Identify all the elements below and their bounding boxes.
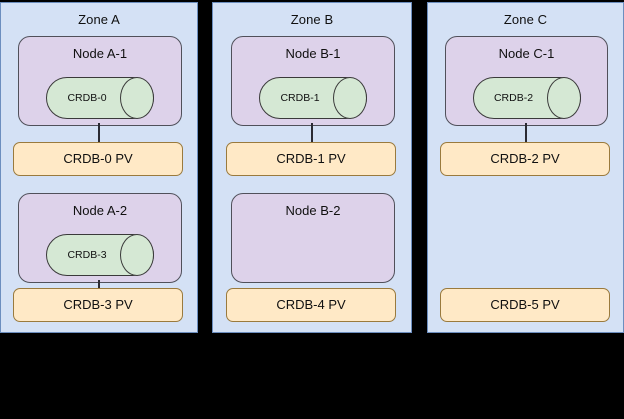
pv-crdb-2[interactable]: CRDB-2 PV xyxy=(440,142,610,176)
zone-c-title: Zone C xyxy=(503,12,548,27)
pod-crdb-1[interactable]: CRDB-1 xyxy=(259,77,367,119)
connector-crdb-1 xyxy=(311,123,313,142)
cylinder-cap xyxy=(333,77,367,119)
node-c-1-title: Node C-1 xyxy=(498,46,555,61)
node-c-1[interactable]: Node C-1 CRDB-2 xyxy=(445,36,608,126)
zone-a[interactable]: Zone A Node A-1 CRDB-0 CRDB-0 PV Node A-… xyxy=(0,2,198,333)
cylinder-cap xyxy=(120,234,154,276)
pod-crdb-3-label: CRDB-3 xyxy=(67,249,107,261)
connector-crdb-0 xyxy=(98,123,100,142)
node-a-1-title: Node A-1 xyxy=(72,46,128,61)
node-b-2[interactable]: Node B-2 xyxy=(231,193,395,283)
node-b-1[interactable]: Node B-1 CRDB-1 xyxy=(231,36,395,126)
node-b-2-title: Node B-2 xyxy=(285,203,341,218)
node-b-1-title: Node B-1 xyxy=(285,46,341,61)
zone-b[interactable]: Zone B Node B-1 CRDB-1 CRDB-1 PV Node B-… xyxy=(212,2,412,333)
zone-b-title: Zone B xyxy=(290,12,334,27)
pv-crdb-5[interactable]: CRDB-5 PV xyxy=(440,288,610,322)
pv-crdb-4[interactable]: CRDB-4 PV xyxy=(226,288,396,322)
pv-crdb-1[interactable]: CRDB-1 PV xyxy=(226,142,396,176)
node-a-2[interactable]: Node A-2 CRDB-3 xyxy=(18,193,182,283)
node-a-1[interactable]: Node A-1 CRDB-0 xyxy=(18,36,182,126)
pv-crdb-0[interactable]: CRDB-0 PV xyxy=(13,142,183,176)
pod-crdb-2-label: CRDB-2 xyxy=(493,92,534,104)
pod-crdb-0[interactable]: CRDB-0 xyxy=(46,77,154,119)
pod-crdb-1-label: CRDB-1 xyxy=(280,92,320,104)
cylinder-cap xyxy=(546,77,581,119)
pod-crdb-3[interactable]: CRDB-3 xyxy=(46,234,154,276)
zone-c[interactable]: Zone C Node C-1 CRDB-2 CRDB-2 PV CRDB-5 … xyxy=(427,2,624,333)
pod-crdb-0-label: CRDB-0 xyxy=(67,92,107,104)
pod-crdb-2[interactable]: CRDB-2 xyxy=(472,77,581,119)
connector-crdb-2 xyxy=(524,123,527,142)
cylinder-cap xyxy=(120,77,154,119)
zone-a-title: Zone A xyxy=(78,12,120,27)
node-a-2-title: Node A-2 xyxy=(72,203,128,218)
pv-crdb-3[interactable]: CRDB-3 PV xyxy=(13,288,183,322)
